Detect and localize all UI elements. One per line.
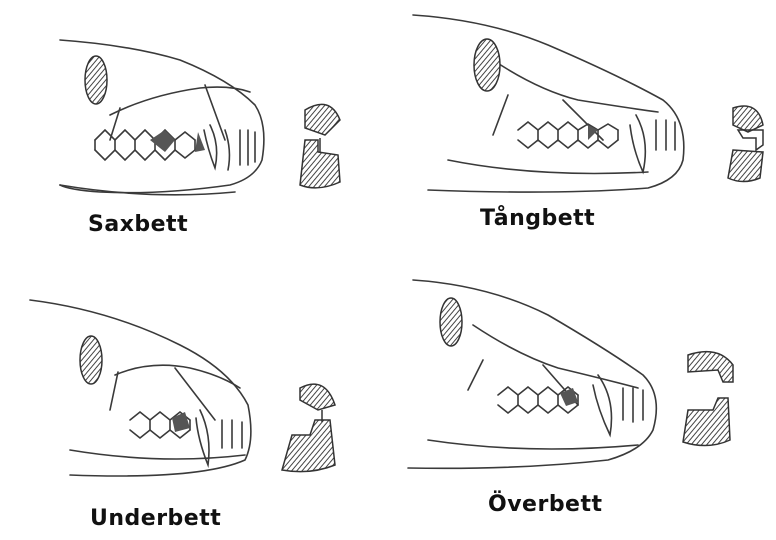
panel-scissor-bite: Saxbett	[0, 0, 388, 270]
panel-underbite: Underbett	[0, 270, 388, 540]
bite-profile-sketch-overbite	[683, 352, 733, 446]
panel-level-bite: Tångbett	[388, 0, 776, 270]
skull-sketch-underbite	[0, 270, 388, 540]
panel-overbite: Överbett	[388, 270, 776, 540]
bite-profile-sketch-underbite	[282, 384, 335, 472]
bite-profile-sketch-scissor	[300, 104, 340, 188]
label-underbett: Underbett	[90, 506, 221, 531]
label-overbett: Överbett	[488, 492, 603, 517]
skull-sketch-scissor	[0, 0, 388, 270]
label-saxbett: Saxbett	[88, 212, 188, 237]
label-tangbett: Tångbett	[480, 206, 595, 231]
bite-profile-sketch-level	[728, 106, 763, 181]
